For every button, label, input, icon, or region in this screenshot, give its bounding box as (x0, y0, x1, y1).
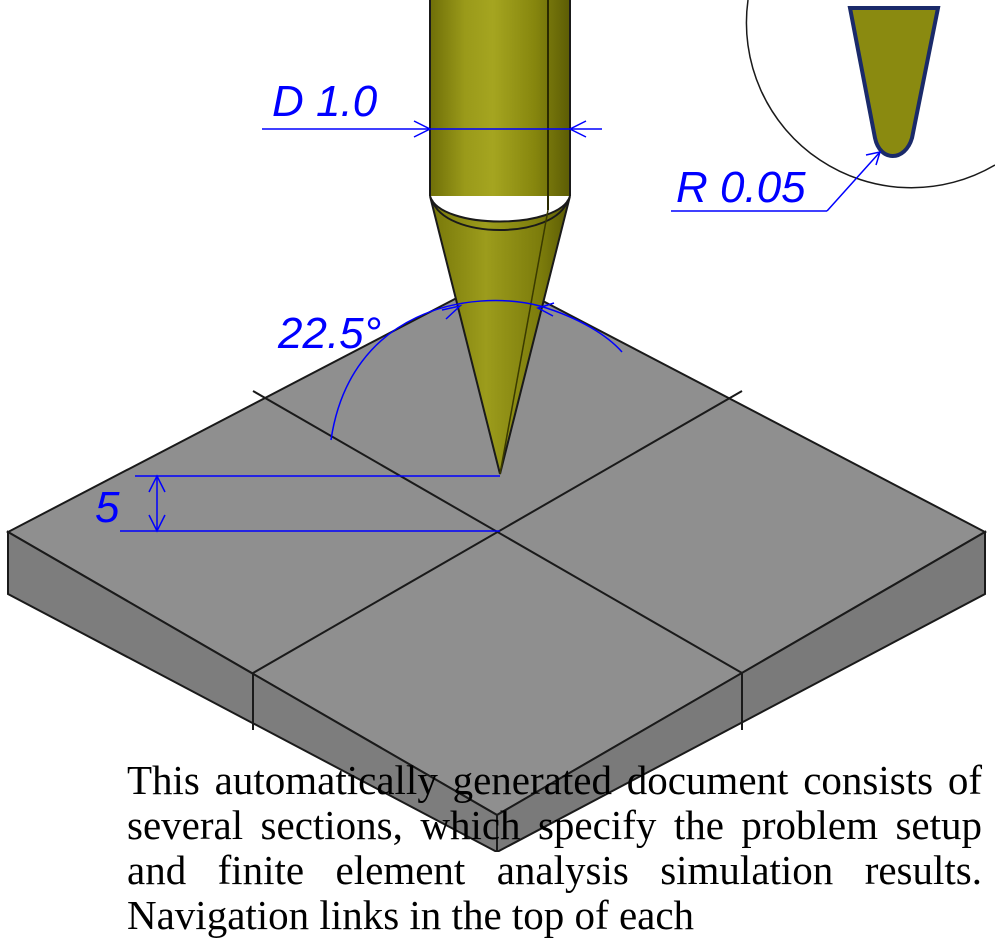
indenter (429, 0, 571, 475)
radius-dimension: R 0.05 (671, 150, 882, 212)
detail-tip (847, 6, 941, 158)
diameter-dimension: D 1.0 (262, 77, 602, 138)
height-dimension: 5 (95, 474, 500, 533)
indentation-setup-diagram: D 1.0 R 0.05 22.5° 5 (5, 0, 995, 852)
intro-paragraph: This automatically generated document co… (127, 757, 982, 938)
angle-label: 22.5° (277, 309, 381, 358)
indenter-shaft (430, 0, 570, 196)
detail-circle (745, 0, 995, 189)
tip-detail-view (745, 0, 995, 189)
indenter-cone (429, 195, 571, 475)
plate (5, 275, 988, 852)
diameter-label: D 1.0 (272, 77, 378, 126)
angle-dimension: 22.5° (277, 299, 623, 441)
radius-label: R 0.05 (676, 163, 806, 212)
height-label: 5 (95, 483, 120, 532)
plate-partition-line-2 (252, 390, 743, 674)
